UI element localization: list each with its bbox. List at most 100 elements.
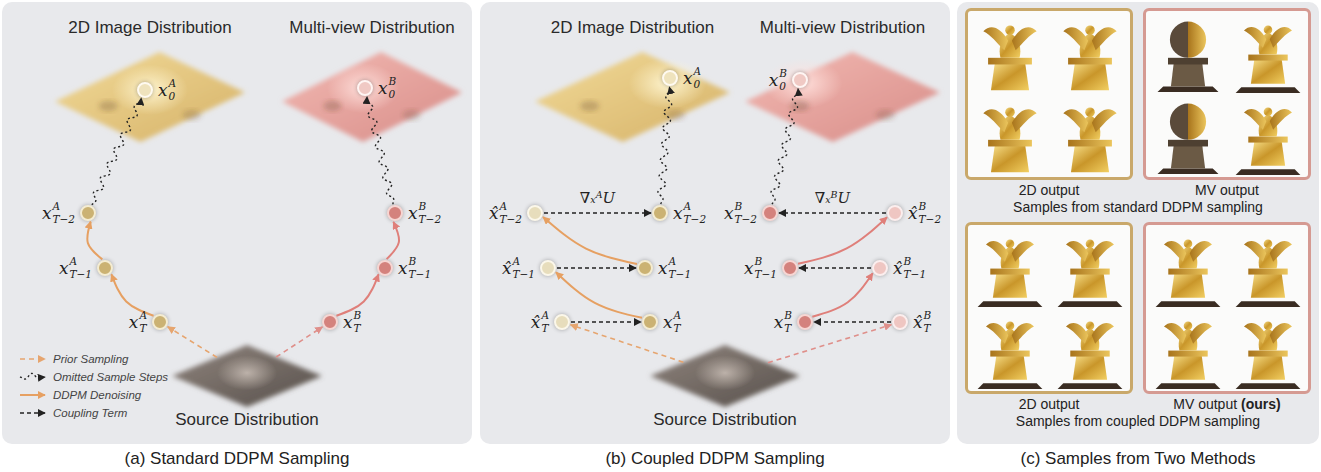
variable-label: xAT−1 bbox=[59, 256, 92, 279]
title-holder: Source Distribution bbox=[172, 410, 322, 430]
variable-symbol: x̂ bbox=[489, 203, 499, 223]
index-stack: BT−2 bbox=[919, 201, 941, 224]
surface-plane bbox=[172, 345, 322, 407]
subfigure-label-holder: Samples from standard DDPM sampling bbox=[968, 199, 1308, 215]
variable-superscript: B bbox=[354, 310, 362, 321]
variable-symbol: x bbox=[673, 203, 683, 223]
output-label: MV output bbox=[1173, 396, 1237, 412]
density-dip bbox=[580, 101, 600, 112]
legend-text: Coupling Term bbox=[53, 407, 127, 419]
density-dip bbox=[790, 101, 810, 112]
title-holder: 2D Image Distribution bbox=[55, 18, 245, 38]
index-stack: AT bbox=[541, 310, 549, 333]
subfigure-label: Samples from coupled DDPM sampling bbox=[1016, 413, 1260, 429]
distribution-title: 2D Image Distribution bbox=[68, 18, 231, 37]
variable-label: xBT bbox=[774, 310, 792, 333]
legend-sample-line bbox=[20, 394, 45, 396]
sample-point: x̂AT−1 bbox=[540, 260, 556, 276]
variable-subscript: T bbox=[354, 323, 362, 334]
index-stack: B0 bbox=[779, 68, 787, 91]
legend-row: DDPM Denoising bbox=[18, 386, 168, 404]
variable-symbol: x bbox=[398, 258, 408, 278]
index-stack: BT−2 bbox=[735, 201, 757, 224]
surface-shape bbox=[172, 345, 322, 407]
distribution-title: 2D Image Distribution bbox=[551, 18, 714, 37]
variable-label: xBT−1 bbox=[398, 256, 431, 279]
density-peak bbox=[217, 356, 277, 391]
variable-subscript: T bbox=[674, 323, 682, 334]
sample-point: xAT bbox=[642, 314, 658, 330]
index-stack: B0 bbox=[389, 76, 397, 99]
variable-superscript: A bbox=[53, 201, 75, 212]
variable-superscript: A bbox=[694, 66, 702, 77]
source-distribution: Source Distribution bbox=[172, 345, 322, 407]
index-stack: AT−2 bbox=[684, 201, 706, 224]
distribution-surface: Multi-view Distribution bbox=[745, 52, 940, 142]
variable-label: xA0 bbox=[158, 78, 176, 101]
variable-label: x̂BT−2 bbox=[908, 201, 941, 224]
sample-point: xA0 bbox=[662, 70, 678, 86]
density-peak bbox=[629, 58, 707, 108]
variable-symbol: x bbox=[774, 312, 784, 332]
legend-sample-line bbox=[20, 412, 45, 413]
index-stack: B T−1 bbox=[755, 256, 777, 279]
variable-superscript: A bbox=[674, 310, 682, 321]
sample-point: x̂BT−2 bbox=[887, 205, 903, 221]
variable-label: xA0 bbox=[683, 66, 701, 89]
variable-subscript: T−1 bbox=[755, 269, 777, 280]
sample-image-box: MV output bbox=[1143, 8, 1311, 180]
variable-label: xAT−2 bbox=[673, 201, 706, 224]
density-peak bbox=[112, 65, 188, 115]
variable-symbol: x bbox=[408, 203, 418, 223]
variable-subscript: T bbox=[784, 323, 792, 334]
distribution-title: Source Distribution bbox=[175, 410, 319, 429]
variable-subscript: T−2 bbox=[500, 214, 522, 225]
caption-holder: (a) Standard DDPM Sampling bbox=[2, 449, 472, 469]
variable-label: xAT−2 bbox=[42, 201, 75, 224]
variable-subscript: 0 bbox=[389, 89, 397, 100]
surface-plane bbox=[282, 52, 462, 142]
density-dip bbox=[99, 101, 118, 112]
variable-label: x̂AT−1 bbox=[502, 256, 535, 279]
sample-point: xAT−1 bbox=[637, 260, 653, 276]
surface-plane bbox=[745, 52, 940, 142]
title-holder: 2D Image Distribution bbox=[535, 18, 730, 38]
variable-symbol: x̂ bbox=[913, 312, 923, 332]
variable-subscript: 0 bbox=[694, 79, 702, 90]
sample-point: xAT−1 bbox=[97, 260, 113, 276]
sample-point: xBT bbox=[797, 314, 813, 330]
variable-superscript: B bbox=[755, 256, 777, 267]
legend-row: Coupling Term bbox=[18, 404, 168, 422]
coupling-gradient-label: ∇ₓᴮU bbox=[815, 189, 850, 207]
index-stack: AT bbox=[139, 310, 147, 333]
variable-label: xB0 bbox=[378, 76, 396, 99]
index-stack: AT−2 bbox=[500, 201, 522, 224]
index-stack: BT−1 bbox=[409, 256, 431, 279]
variable-subscript: T−2 bbox=[684, 214, 706, 225]
variable-superscript: B bbox=[735, 201, 757, 212]
index-stack: BT bbox=[784, 310, 792, 333]
variable-subscript: T−1 bbox=[904, 269, 926, 280]
variable-label: x̂AT−2 bbox=[489, 201, 522, 224]
edge-label-holder: ∇ₓᴮU bbox=[815, 189, 850, 207]
variable-symbol: x̂ bbox=[893, 258, 903, 278]
source-distribution: Source Distribution bbox=[650, 345, 800, 407]
index-stack: A0 bbox=[169, 78, 177, 101]
sample-point: xAT bbox=[152, 314, 168, 330]
legend-text: Omitted Sample Steps bbox=[53, 371, 168, 383]
legend-sample-line bbox=[20, 373, 45, 379]
sample-point: xAT−2 bbox=[80, 205, 96, 221]
variable-label: xBT−1 bbox=[744, 256, 777, 279]
figure-panel: (a) Standard DDPM Sampling2D Image Distr… bbox=[2, 2, 472, 444]
surface-shape bbox=[650, 345, 800, 407]
index-stack: AT−2 bbox=[53, 201, 75, 224]
title-holder: Source Distribution bbox=[650, 410, 800, 430]
legend-row: Omitted Sample Steps bbox=[18, 368, 168, 386]
legend-sample bbox=[18, 371, 48, 383]
variable-symbol: x bbox=[158, 80, 168, 100]
output-label-holder: 2D output bbox=[965, 396, 1133, 412]
caption-holder: (c) Samples from Two Methods bbox=[957, 449, 1319, 469]
panel-caption: (a) Standard DDPM Sampling bbox=[125, 449, 350, 468]
legend-text: DDPM Denoising bbox=[53, 389, 141, 401]
caption-holder: (b) Coupled DDPM Sampling bbox=[480, 449, 950, 469]
